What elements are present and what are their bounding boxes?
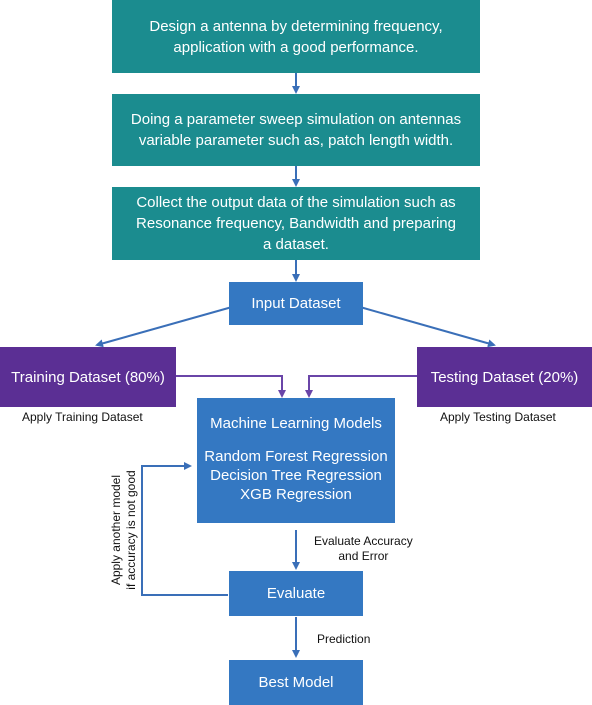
arrow-testing-to-models bbox=[305, 375, 417, 398]
ml-models-box: Machine Learning Models Random Forest Re… bbox=[197, 398, 395, 523]
ml-model-item: Random Forest Regression bbox=[204, 448, 388, 465]
apply-testing-label: Apply Testing Dataset bbox=[440, 410, 556, 424]
best-model-box: Best Model bbox=[229, 660, 363, 705]
apply-training-label: Apply Training Dataset bbox=[22, 410, 143, 424]
arrow-training-to-models bbox=[176, 375, 286, 398]
best-model-label: Best Model bbox=[258, 674, 334, 691]
evaluate-accuracy-label: Evaluate Accuracy and Error bbox=[314, 534, 413, 564]
arrow-input-to-testing bbox=[359, 306, 496, 348]
ml-models-title: Machine Learning Models bbox=[210, 415, 382, 432]
sweep-step-line: variable parameter such as, patch length… bbox=[138, 132, 454, 149]
design-step-line: application with a good performance. bbox=[173, 38, 419, 56]
collect-step-box: Collect the output data of the simulatio… bbox=[112, 187, 480, 260]
evaluate-box: Evaluate bbox=[229, 571, 363, 616]
testing-dataset-label: Testing Dataset (20%) bbox=[430, 368, 579, 386]
input-dataset-box: Input Dataset bbox=[229, 282, 363, 325]
arrow-input-to-training bbox=[95, 306, 233, 348]
design-step-line: Design a antenna by determining frequenc… bbox=[149, 17, 443, 35]
input-dataset-label: Input Dataset bbox=[251, 295, 341, 312]
collect-step-line: Resonance frequency, Bandwidth and prepa… bbox=[136, 215, 456, 232]
ml-model-item: XGB Regression bbox=[240, 486, 352, 503]
collect-step-line: Collect the output data of the simulatio… bbox=[136, 194, 456, 211]
design-step-box: Design a antenna by determining frequenc… bbox=[112, 0, 480, 73]
prediction-label: Prediction bbox=[317, 632, 371, 646]
evaluate-accuracy-line: Evaluate Accuracy bbox=[314, 534, 413, 548]
ml-model-item: Decision Tree Regression bbox=[210, 467, 382, 484]
training-dataset-box: Training Dataset (80%) bbox=[0, 347, 176, 407]
evaluate-accuracy-line: and Error bbox=[338, 549, 389, 563]
feedback-line: if accuracy is not good bbox=[124, 470, 138, 590]
evaluate-label: Evaluate bbox=[266, 585, 326, 602]
testing-dataset-box: Testing Dataset (20%) bbox=[417, 347, 592, 407]
feedback-label: Apply another model if accuracy is not g… bbox=[109, 460, 139, 600]
feedback-loop-arrow bbox=[141, 462, 228, 596]
feedback-line: Apply another model bbox=[109, 474, 123, 586]
sweep-step-box: Doing a parameter sweep simulation on an… bbox=[112, 94, 480, 166]
sweep-step-line: Doing a parameter sweep simulation on an… bbox=[130, 111, 462, 128]
training-dataset-label: Training Dataset (80%) bbox=[11, 368, 165, 386]
collect-step-line: a dataset. bbox=[263, 236, 329, 253]
